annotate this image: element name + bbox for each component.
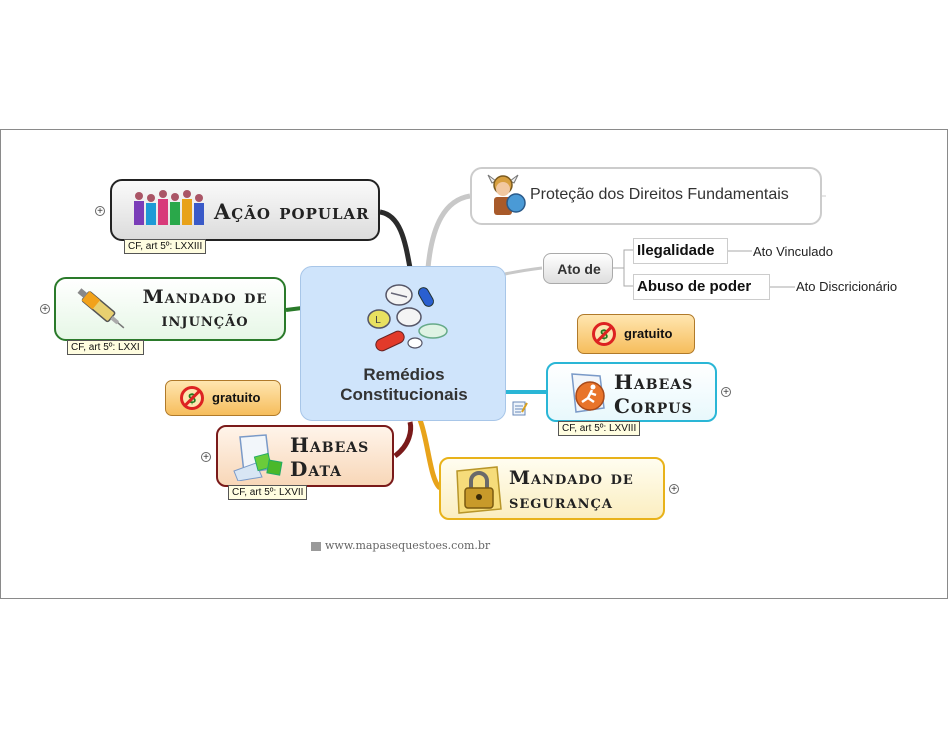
ilegalidade-label: Ilegalidade	[637, 242, 715, 259]
link-injuncao	[285, 306, 303, 312]
protecao-title: Proteção dos Direitos Fundamentais	[530, 186, 789, 203]
habeas-corpus-expand-icon[interactable]: +	[721, 387, 731, 398]
mandado-seguranca-title: Mandado de segurança	[509, 466, 634, 514]
runner-icon	[571, 373, 605, 413]
mandado-seguranca-expand-icon[interactable]: +	[669, 484, 679, 495]
mandado-seguranca-title-line2: segurança	[509, 491, 613, 513]
central-node[interactable]: L Remédios Constitucionais	[300, 266, 506, 421]
central-title-line2: Constitucionais	[340, 385, 468, 404]
habeas-corpus-title-line1: Habeas	[614, 370, 694, 394]
mandado-injuncao-expand-icon[interactable]: +	[40, 304, 50, 315]
abuso-poder-node[interactable]: Abuso de poder	[633, 274, 770, 300]
central-title: Remédios Constitucionais	[301, 365, 507, 405]
link-ilegalidade	[612, 249, 634, 269]
svg-text:L: L	[375, 315, 381, 326]
habeas-corpus-node[interactable]: Habeas Corpus	[546, 362, 717, 422]
habeas-data-title-line2: Data	[290, 457, 342, 481]
link-acao-popular	[379, 209, 413, 269]
mandado-injuncao-title-line1: Mandado de	[142, 286, 268, 308]
protecao-node[interactable]: Proteção dos Direitos Fundamentais	[470, 167, 822, 225]
ato-de-label: Ato de	[557, 261, 601, 277]
ato-de-node[interactable]: Ato de	[543, 253, 613, 284]
ato-discricionario-note: Ato Discricionário	[796, 279, 898, 294]
habeas-corpus-title: Habeas Corpus	[614, 370, 693, 418]
central-title-line1: Remédios	[363, 365, 445, 384]
no-money-icon-2: $	[592, 322, 616, 346]
mandado-seguranca-node[interactable]: Mandado de segurança	[439, 457, 665, 520]
ilegalidade-node[interactable]: Ilegalidade	[633, 238, 728, 264]
link-protecao	[425, 193, 471, 269]
habeas-data-badge: $ gratuito	[165, 380, 281, 416]
link-habeas-data	[393, 421, 414, 459]
link-ato-de	[504, 266, 543, 276]
habeas-corpus-badge-label: gratuito	[624, 326, 673, 341]
habeas-data-title: Habeas Data	[290, 433, 369, 481]
padlock-icon	[456, 466, 502, 514]
document-dice-icon	[233, 434, 283, 481]
acao-popular-expand-icon[interactable]: +	[95, 206, 105, 217]
ato-vinculado-note: Ato Vinculado	[753, 244, 833, 259]
habeas-data-ref: CF, art 5º: LXVII	[228, 485, 308, 500]
watermark-text: www.mapasequestoes.com.br	[325, 539, 491, 552]
link-seguranca	[417, 419, 442, 490]
habeas-corpus-ref: CF, art 5º: LXVIII	[558, 421, 641, 436]
abuso-poder-label: Abuso de poder	[637, 278, 752, 295]
mandado-injuncao-ref: CF, art 5º: LXXI	[67, 340, 144, 355]
mandado-seguranca-title-line1: Mandado de	[509, 467, 634, 489]
pills-icon: L	[367, 284, 448, 352]
watermark-logo-icon	[311, 541, 321, 551]
syringe-icon	[77, 288, 125, 329]
link-abuso	[623, 268, 634, 287]
acao-popular-title: Ação popular	[214, 199, 370, 224]
people-icon	[134, 190, 204, 225]
habeas-corpus-title-line2: Corpus	[614, 394, 693, 418]
habeas-data-badge-label: gratuito	[212, 390, 261, 405]
habeas-corpus-badge: $ gratuito	[577, 314, 695, 354]
viking-shield-icon	[487, 174, 526, 215]
habeas-data-expand-icon[interactable]: +	[201, 452, 211, 463]
habeas-data-node[interactable]: Habeas Data	[216, 425, 394, 487]
mandado-injuncao-title: Mandado de injunção	[130, 286, 280, 332]
mandado-injuncao-title-line2: injunção	[161, 309, 249, 331]
acao-popular-node[interactable]: Ação popular	[110, 179, 380, 241]
mandado-injuncao-node[interactable]: Mandado de injunção	[54, 277, 286, 341]
habeas-data-title-line1: Habeas	[290, 433, 370, 457]
watermark: www.mapasequestoes.com.br	[311, 539, 490, 552]
acao-popular-ref: CF, art 5º: LXXIII	[124, 239, 207, 254]
note-icon[interactable]	[512, 400, 528, 416]
no-money-icon: $	[180, 386, 204, 410]
